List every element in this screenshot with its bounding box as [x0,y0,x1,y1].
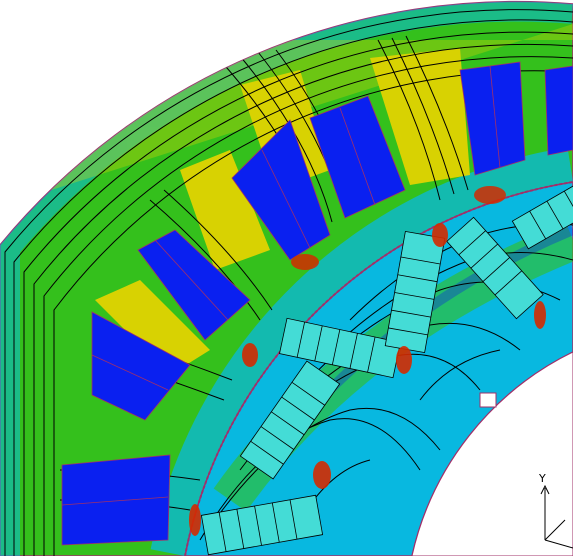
rotor-magnet [446,216,544,320]
rotor-magnet [384,230,446,354]
stator-slot [137,229,251,341]
keyway-notch [479,392,497,408]
rotor-magnets [200,180,573,556]
stator-slot [61,454,171,546]
stator-slot [91,311,191,421]
rotor-magnet [239,360,341,480]
stator-slot [231,119,331,261]
rotor-magnet [511,180,573,250]
stator-slot [459,61,526,176]
stator-slot [544,65,573,156]
stator-flux-lines [4,9,573,556]
saturation-spots [189,186,546,536]
rotor-bore [411,351,573,556]
coordinate-triad [540,484,573,549]
triad-y-label: Y [538,472,546,485]
rotor-magnet [200,494,324,556]
stator-slots [61,61,573,546]
